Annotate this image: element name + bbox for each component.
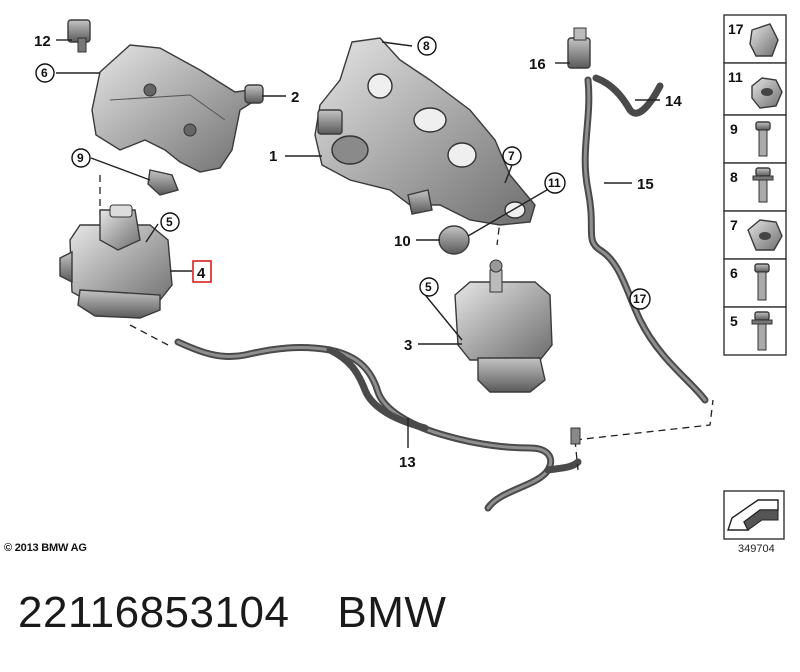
engine-mount-4 — [59, 204, 173, 319]
vacuum-hose-13 — [174, 338, 582, 512]
engine-support-arm — [314, 37, 536, 226]
callout-2[interactable]: 2 — [291, 89, 299, 106]
legend-label-9[interactable]: 9 — [730, 121, 738, 137]
engine-bracket — [91, 44, 264, 173]
callout-15[interactable]: 15 — [637, 176, 654, 193]
dashed-line — [129, 324, 169, 346]
callout-7: 7 — [508, 149, 515, 163]
callout-6-circle[interactable]: 6 — [35, 63, 55, 83]
legend-label-8[interactable]: 8 — [730, 169, 738, 185]
callout-11: 11 — [548, 176, 561, 190]
copyright-notice: © 2013 BMW AG — [4, 542, 87, 554]
callout-5a-circle[interactable]: 5 — [160, 212, 180, 232]
legend-label-7[interactable]: 7 — [730, 217, 738, 233]
bracket-bolt-9 — [147, 169, 179, 196]
callout-5-left: 5 — [166, 215, 173, 229]
callout-10[interactable]: 10 — [394, 233, 411, 250]
dashed-line — [574, 439, 579, 471]
callout-8-circle[interactable]: 8 — [417, 36, 437, 56]
callout-9: 9 — [77, 151, 84, 165]
nut-10 — [438, 225, 470, 255]
clip-nut-icon — [749, 23, 779, 57]
callout-7-circle[interactable]: 7 — [502, 146, 522, 166]
hose-end-17 — [570, 427, 581, 445]
parts-legend: 17 11 9 8 7 6 5 — [723, 14, 787, 356]
legend-label-17[interactable]: 17 — [728, 21, 744, 37]
callout-14[interactable]: 14 — [665, 93, 682, 110]
bolt-icon — [754, 263, 770, 273]
vacuum-hose-14-15 — [581, 74, 709, 404]
footer-caption: 22116853104 BMW — [18, 588, 446, 638]
engine-mount-3 — [454, 259, 553, 393]
legend-label-11[interactable]: 11 — [728, 69, 743, 85]
callout-5-right: 5 — [425, 280, 432, 294]
callout-1[interactable]: 1 — [269, 148, 277, 165]
part-number: 22116853104 — [18, 588, 290, 637]
parts-diagram: 12 2 1 10 3 13 16 14 15 4 6 9 5 8 7 11 5… — [34, 14, 787, 540]
brand-name: BMW — [337, 588, 447, 637]
dashed-line — [496, 179, 506, 246]
callout-9-circle[interactable]: 9 — [71, 148, 91, 168]
leader-lines — [56, 39, 660, 448]
bolt-icon — [755, 121, 771, 131]
legend-label-5[interactable]: 5 — [730, 313, 738, 329]
callout-11-circle[interactable]: 11 — [544, 172, 566, 194]
callout-16[interactable]: 16 — [529, 56, 546, 73]
hose-connector-16 — [567, 27, 591, 69]
callout-3[interactable]: 3 — [404, 337, 412, 354]
dashed-line — [574, 399, 714, 441]
callout-17: 17 — [633, 292, 647, 306]
highlight-box — [192, 260, 212, 283]
legend-label-6[interactable]: 6 — [730, 265, 738, 281]
nut-12 — [67, 19, 91, 53]
callout-4[interactable]: 4 — [197, 265, 206, 282]
callout-6: 6 — [41, 66, 48, 80]
callout-8: 8 — [423, 39, 430, 53]
callout-13[interactable]: 13 — [399, 454, 416, 471]
diagram-number: 349704 — [738, 543, 775, 555]
flange-bolt-icon — [755, 167, 771, 177]
orientation-arrow-box — [723, 490, 785, 540]
callout-17-circle[interactable]: 17 — [629, 288, 651, 310]
callout-12[interactable]: 12 — [34, 33, 51, 50]
flange-bolt-icon — [754, 311, 770, 321]
callout-4-highlight[interactable]: 4 — [192, 260, 212, 283]
callout-5b-circle[interactable]: 5 — [419, 277, 439, 297]
